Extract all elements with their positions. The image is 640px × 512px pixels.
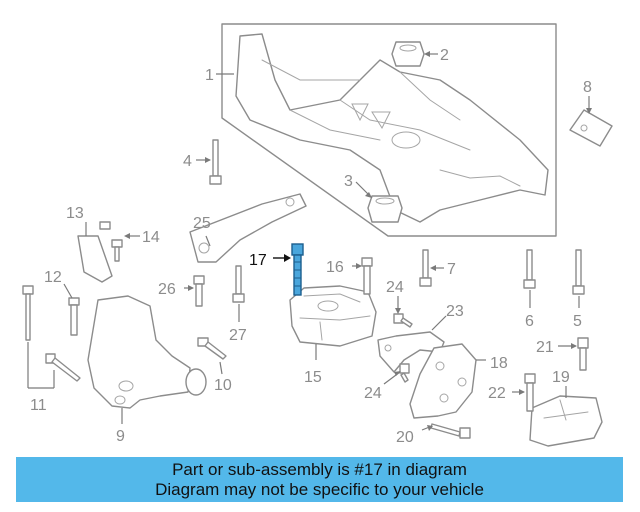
callout-7: 7 [447,261,456,278]
banner-line-2: Diagram may not be specific to your vehi… [155,479,484,499]
part-12-bolt[interactable] [68,297,80,336]
callout-13: 13 [66,205,84,222]
callout-numbers: 1 2 3 4 8 25 13 14 12 11 9 10 26 27 17 1… [30,47,592,446]
subframe-assembly[interactable] [221,23,557,237]
leader-lines [27,51,592,431]
part-2-bushing[interactable] [391,41,425,67]
callout-9: 9 [116,428,125,445]
part-17-bolt-highlighted[interactable] [291,243,304,296]
part-18-bracket[interactable] [409,343,477,419]
part-7-bolt[interactable] [419,249,432,287]
part-22-bolt[interactable] [524,373,536,412]
info-banner: Part or sub-assembly is #17 in diagram D… [16,457,623,502]
part-15-transmission-mount[interactable] [289,285,377,347]
callout-18: 18 [490,355,508,372]
callout-17: 17 [249,252,267,269]
part-25-bracket[interactable] [189,193,307,263]
callout-4: 4 [183,153,192,170]
part-14-bolts[interactable] [99,221,123,262]
part-24-upper-bolt[interactable] [393,313,413,328]
callout-24-upper: 24 [386,279,404,296]
callout-11: 11 [30,397,47,414]
callout-22: 22 [488,385,506,402]
callout-16: 16 [326,259,344,276]
callout-10: 10 [214,377,232,394]
banner-line-1: Part or sub-assembly is #17 in diagram [172,459,467,479]
part-23-bracket[interactable] [377,331,445,373]
part-13-bracket[interactable] [77,235,113,283]
callout-27: 27 [229,327,247,344]
callout-20: 20 [396,429,414,446]
callout-2: 2 [440,47,449,64]
part-27-bolt[interactable] [232,265,245,303]
part-4-bolt[interactable] [209,139,222,185]
part-26-bolt[interactable] [193,275,205,307]
callout-23: 23 [446,303,464,320]
callout-25: 25 [193,215,211,232]
callout-15: 15 [304,369,322,386]
part-9-engine-mount[interactable] [87,295,207,409]
callout-1: 1 [205,67,214,84]
part-19-mount[interactable] [529,395,603,447]
callout-24-lower: 24 [364,385,382,402]
parts-diagram: 1 2 3 4 8 25 13 14 12 11 9 10 26 27 17 1… [22,23,613,447]
part-10-bolt[interactable] [197,337,227,360]
callout-19: 19 [552,369,570,386]
part-21-bolt[interactable] [577,337,589,371]
callout-12: 12 [44,269,62,286]
part-24-lower-bolt[interactable] [399,363,410,383]
part-3-bushing[interactable] [367,195,403,223]
callout-14: 14 [142,229,160,246]
callout-21: 21 [536,339,554,356]
part-8-plate[interactable] [569,109,613,147]
part-6-bolt[interactable] [523,249,536,289]
callout-6: 6 [525,313,534,330]
part-20-bolt[interactable] [430,423,471,439]
callout-8: 8 [583,79,592,96]
callout-5: 5 [573,313,582,330]
part-11-bolts[interactable] [22,285,81,382]
part-16-bolt[interactable] [361,257,373,295]
callout-3: 3 [344,173,353,190]
part-5-bolt[interactable] [572,249,585,295]
callout-26: 26 [158,281,176,298]
